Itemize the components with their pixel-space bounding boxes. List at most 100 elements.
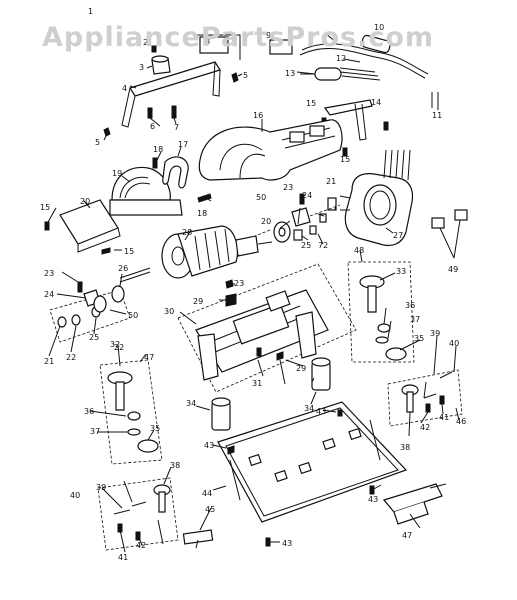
callout-36b: 36 bbox=[84, 407, 94, 416]
part-base-plate bbox=[217, 401, 408, 547]
callout-43d: 43 bbox=[282, 539, 292, 548]
part-motor-housing bbox=[198, 119, 343, 181]
callout-19: 19 bbox=[112, 169, 122, 178]
callout-16: 16 bbox=[253, 111, 263, 120]
callout-32: 32 bbox=[110, 340, 120, 349]
part-spindle-assembly-right bbox=[347, 261, 415, 363]
callout-5a: 5 bbox=[243, 71, 248, 80]
callout-47a: 47 bbox=[144, 353, 154, 362]
callout-10: 10 bbox=[374, 23, 384, 32]
callout-22b: 22 bbox=[114, 343, 124, 352]
callout-15a: 15 bbox=[306, 99, 316, 108]
callout-40b: 40 bbox=[70, 491, 80, 500]
callout-38b: 38 bbox=[170, 461, 180, 470]
callout-43b: 43 bbox=[204, 441, 214, 450]
callout-3: 3 bbox=[139, 63, 144, 72]
callout-23a: 23 bbox=[283, 183, 293, 192]
site-watermark: AppliancePartsPros.com bbox=[42, 22, 435, 53]
part-switch-cord-group bbox=[103, 34, 439, 157]
callout-37b: 37 bbox=[90, 427, 100, 436]
callout-43c: 43 bbox=[368, 495, 378, 504]
part-blade-guard-group bbox=[44, 156, 212, 255]
callout-43a: 43 bbox=[316, 407, 326, 416]
callout-29b: 29 bbox=[296, 364, 306, 373]
callout-49: 49 bbox=[448, 265, 458, 274]
part-brush-assembly-right bbox=[254, 193, 341, 243]
part-clips-49 bbox=[431, 209, 468, 229]
callout-37a: 37 bbox=[410, 315, 420, 324]
callout-23c: 23 bbox=[234, 279, 244, 288]
part-gear-case bbox=[177, 263, 357, 393]
callout-35b: 35 bbox=[150, 424, 160, 433]
leader-lines bbox=[47, 32, 461, 553]
part-guide-bracket bbox=[382, 483, 447, 525]
part-roller-group-right bbox=[387, 369, 463, 427]
part-roller-group-left bbox=[97, 477, 179, 551]
callout-7: 7 bbox=[174, 123, 179, 132]
callout-33: 33 bbox=[396, 267, 406, 276]
callout-47b: 47 bbox=[402, 531, 412, 540]
callout-41a: 41 bbox=[439, 413, 449, 422]
callout-9: 9 bbox=[266, 31, 271, 40]
callout-41b: 41 bbox=[118, 553, 128, 562]
callout-50b: 50 bbox=[128, 311, 138, 320]
callout-27: 27 bbox=[393, 231, 403, 240]
callout-17: 17 bbox=[178, 140, 188, 149]
callout-1: 1 bbox=[88, 7, 93, 16]
callout-42a: 42 bbox=[420, 423, 430, 432]
part-spindle-assembly-left bbox=[99, 359, 163, 465]
callout-28: 28 bbox=[182, 228, 192, 237]
callout-25a: 25 bbox=[301, 241, 311, 250]
callout-14: 14 bbox=[371, 98, 381, 107]
callout-50a: 50 bbox=[256, 193, 266, 202]
callout-15b: 15 bbox=[340, 155, 350, 164]
callout-20a: 20 bbox=[80, 197, 90, 206]
callout-15c: 15 bbox=[40, 203, 50, 212]
callout-39b: 39 bbox=[96, 483, 106, 492]
callout-38a: 38 bbox=[400, 443, 410, 452]
callout-2: 2 bbox=[143, 38, 148, 47]
callout-25b: 25 bbox=[89, 333, 99, 342]
callout-34b: 34 bbox=[304, 404, 314, 413]
callout-21a: 21 bbox=[326, 177, 336, 186]
callout-18b: 18 bbox=[197, 209, 207, 218]
callout-29a: 29 bbox=[193, 297, 203, 306]
callout-72: 72 bbox=[318, 241, 328, 250]
callout-24b: 24 bbox=[44, 290, 54, 299]
part-armature bbox=[119, 225, 273, 289]
callout-4: 4 bbox=[122, 84, 127, 93]
callout-40a: 40 bbox=[449, 339, 459, 348]
callout-30: 30 bbox=[164, 307, 174, 316]
callout-36a: 36 bbox=[405, 301, 415, 310]
callout-13: 13 bbox=[285, 69, 295, 78]
callout-34a: 34 bbox=[186, 399, 196, 408]
callout-35a: 35 bbox=[414, 334, 424, 343]
callout-31: 31 bbox=[252, 379, 262, 388]
callout-15d: 15 bbox=[124, 247, 134, 256]
callout-21b: 21 bbox=[44, 357, 54, 366]
callout-45: 45 bbox=[205, 505, 215, 514]
callout-39a: 39 bbox=[430, 329, 440, 338]
callout-6: 6 bbox=[150, 122, 155, 131]
callout-46: 46 bbox=[456, 417, 466, 426]
callout-23b: 23 bbox=[44, 269, 54, 278]
callout-24a: 24 bbox=[302, 191, 312, 200]
callout-18a: 18 bbox=[153, 145, 163, 154]
callout-22a: 22 bbox=[66, 353, 76, 362]
part-bearings bbox=[211, 357, 331, 431]
callout-44: 44 bbox=[202, 489, 212, 498]
part-plate-45 bbox=[182, 529, 214, 545]
callout-20b: 20 bbox=[261, 217, 271, 226]
callout-42b: 42 bbox=[136, 541, 146, 550]
callout-8: 8 bbox=[205, 37, 210, 46]
callout-12: 12 bbox=[336, 54, 346, 63]
callout-48: 48 bbox=[354, 246, 364, 255]
part-brush-assembly-left bbox=[49, 281, 131, 343]
callout-labels: 1 2 3 4 5 5 6 7 8 9 10 11 12 13 14 15 15… bbox=[40, 7, 466, 562]
callout-26: 26 bbox=[118, 264, 128, 273]
callout-11: 11 bbox=[432, 111, 442, 120]
part-field-stator bbox=[339, 149, 414, 247]
callout-5b: 5 bbox=[95, 138, 100, 147]
